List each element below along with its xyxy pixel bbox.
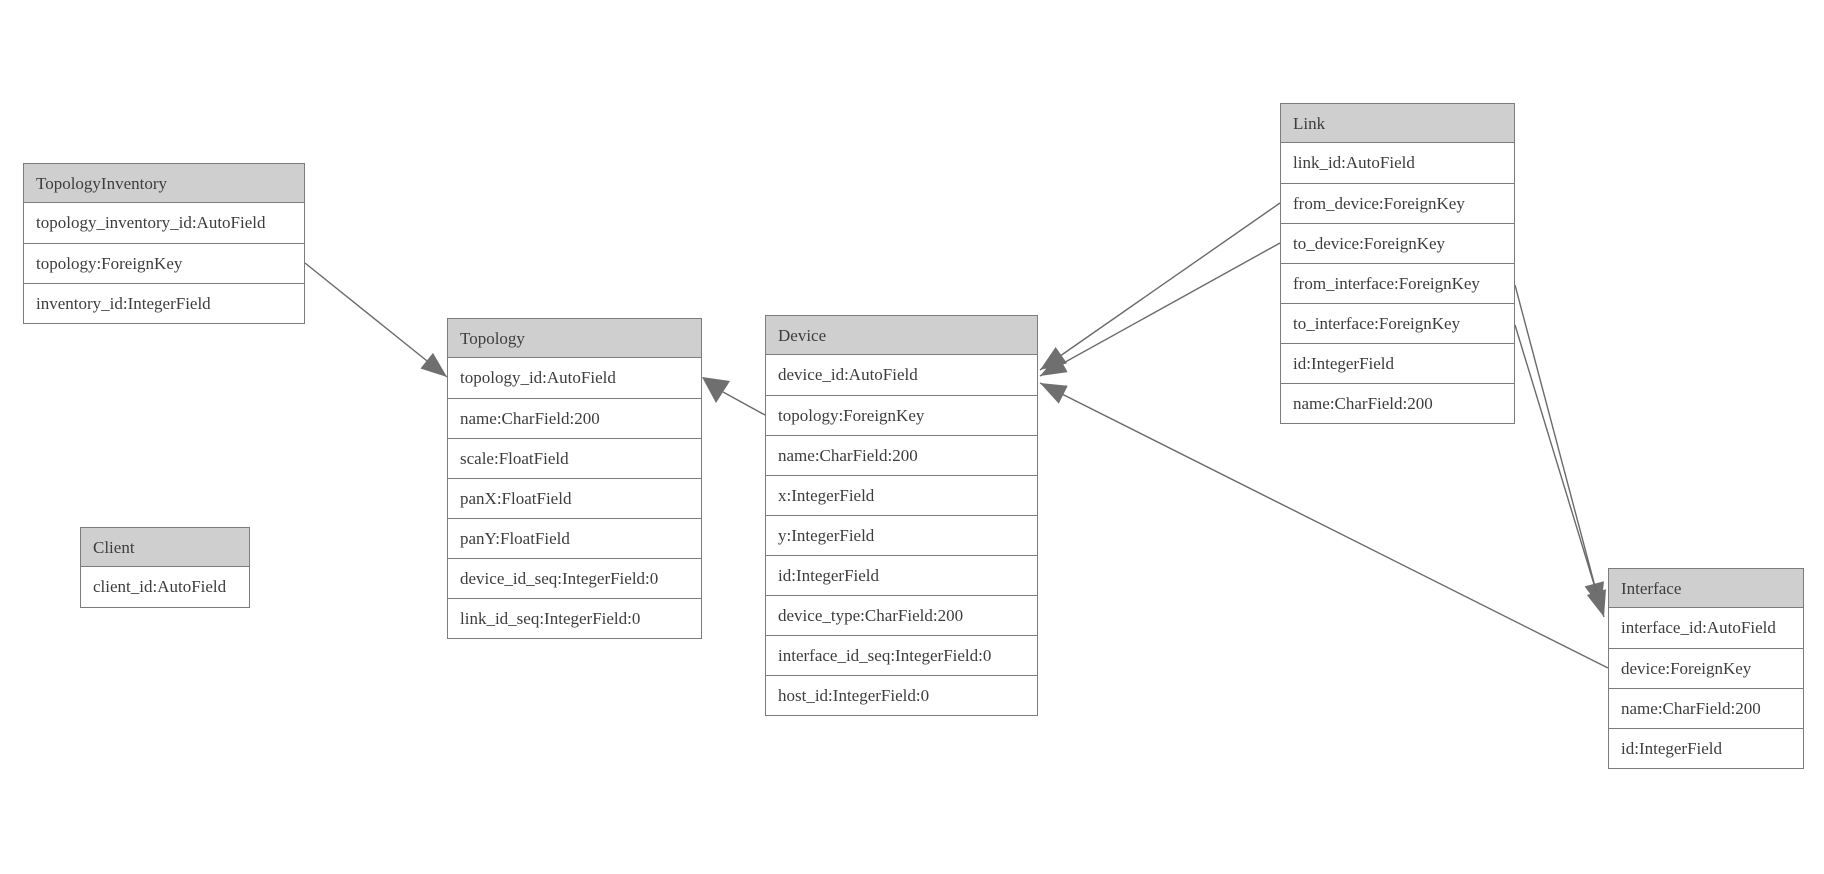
field-row: to_device:ForeignKey — [1281, 223, 1514, 263]
field-row: name:CharField:200 — [448, 398, 701, 438]
edge-topologyinventory-topology — [304, 262, 448, 378]
entity-table-link: Link link_id:AutoField from_device:Forei… — [1280, 103, 1515, 424]
edge-interface-device — [1039, 382, 1609, 669]
field-row: client_id:AutoField — [93, 577, 227, 596]
entity-table-topology: Topology topology_id:AutoField name:Char… — [447, 318, 702, 639]
edge-link-fromdevice-device — [1039, 202, 1281, 371]
entity-table-device: Device device_id:AutoField topology:Fore… — [765, 315, 1038, 716]
field-row: link_id_seq:IntegerField:0 — [448, 598, 701, 638]
field-row: id:IntegerField — [766, 555, 1037, 595]
field-row: inventory_id:IntegerField — [24, 283, 304, 323]
field-row: panY:FloatField — [448, 518, 701, 558]
entity-table-client: Client client_id:AutoField — [80, 527, 250, 608]
field-row: interface_id_seq:IntegerField:0 — [766, 635, 1037, 675]
table-title: Interface — [1609, 569, 1803, 608]
table-title: Client — [81, 528, 249, 567]
field-row: interface_id:AutoField — [1621, 618, 1776, 637]
field-row: name:CharField:200 — [766, 435, 1037, 475]
field-row: device_id_seq:IntegerField:0 — [448, 558, 701, 598]
field-row: device:ForeignKey — [1609, 648, 1803, 688]
field-row: from_device:ForeignKey — [1281, 183, 1514, 223]
field-row: topology_id:AutoField — [460, 368, 616, 387]
table-title: Topology — [448, 319, 701, 358]
field-row: name:CharField:200 — [1281, 383, 1514, 423]
edge-device-topology — [722, 391, 766, 416]
field-row: x:IntegerField — [766, 475, 1037, 515]
entity-table-interface: Interface interface_id:AutoField device:… — [1608, 568, 1804, 769]
field-row: topology:ForeignKey — [24, 243, 304, 283]
edge-link-frominterface-interface — [1514, 284, 1604, 610]
field-row: device_id:AutoField — [778, 365, 918, 384]
edge-device-topology-arrowhead — [702, 377, 730, 403]
table-title: Link — [1281, 104, 1514, 143]
field-row: device_type:CharField:200 — [766, 595, 1037, 635]
field-row: from_interface:ForeignKey — [1281, 263, 1514, 303]
entity-table-topologyinventory: TopologyInventory topology_inventory_id:… — [23, 163, 305, 324]
field-row: link_id:AutoField — [1293, 153, 1415, 172]
field-row: scale:FloatField — [448, 438, 701, 478]
field-row: name:CharField:200 — [1609, 688, 1803, 728]
table-title: Device — [766, 316, 1037, 355]
field-row: y:IntegerField — [766, 515, 1037, 555]
table-title: TopologyInventory — [24, 164, 304, 203]
field-row: host_id:IntegerField:0 — [766, 675, 1037, 715]
field-row: id:IntegerField — [1609, 728, 1803, 768]
field-row: topology_inventory_id:AutoField — [36, 213, 266, 232]
edge-link-tointerface-interface — [1514, 324, 1606, 618]
field-row: id:IntegerField — [1281, 343, 1514, 383]
field-row: topology:ForeignKey — [766, 395, 1037, 435]
field-row: panX:FloatField — [448, 478, 701, 518]
field-row: to_interface:ForeignKey — [1281, 303, 1514, 343]
edge-link-todevice-device — [1039, 242, 1281, 377]
